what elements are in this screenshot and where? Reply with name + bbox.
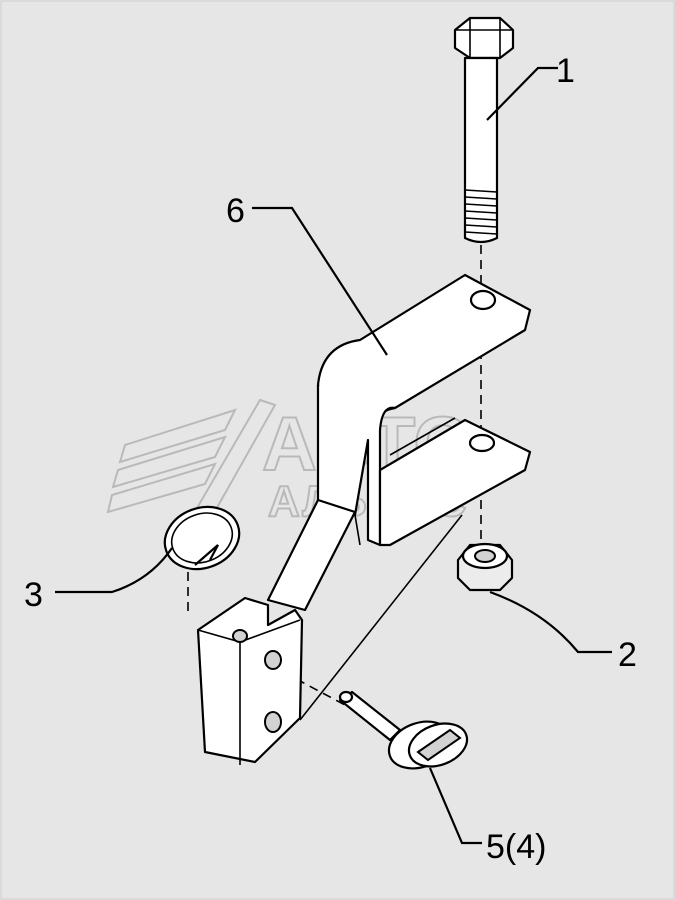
callout-5-4: 5(4) xyxy=(486,828,546,866)
part-3-snap-ring xyxy=(163,505,241,571)
callout-6: 6 xyxy=(226,192,245,230)
leader-lines xyxy=(55,66,612,845)
part-1-bolt xyxy=(453,16,515,244)
watermark-emblem xyxy=(106,398,277,521)
clevis-plate xyxy=(196,596,304,765)
callout-labels: 1 6 3 2 5(4) xyxy=(24,52,637,866)
callout-2: 2 xyxy=(618,636,637,674)
part-2-nut xyxy=(456,542,514,592)
part-5-pin xyxy=(338,690,469,770)
bolt-thread xyxy=(464,189,498,235)
callout-3: 3 xyxy=(24,576,43,614)
callout-1: 1 xyxy=(556,52,575,90)
part-6-bracket xyxy=(266,273,532,721)
